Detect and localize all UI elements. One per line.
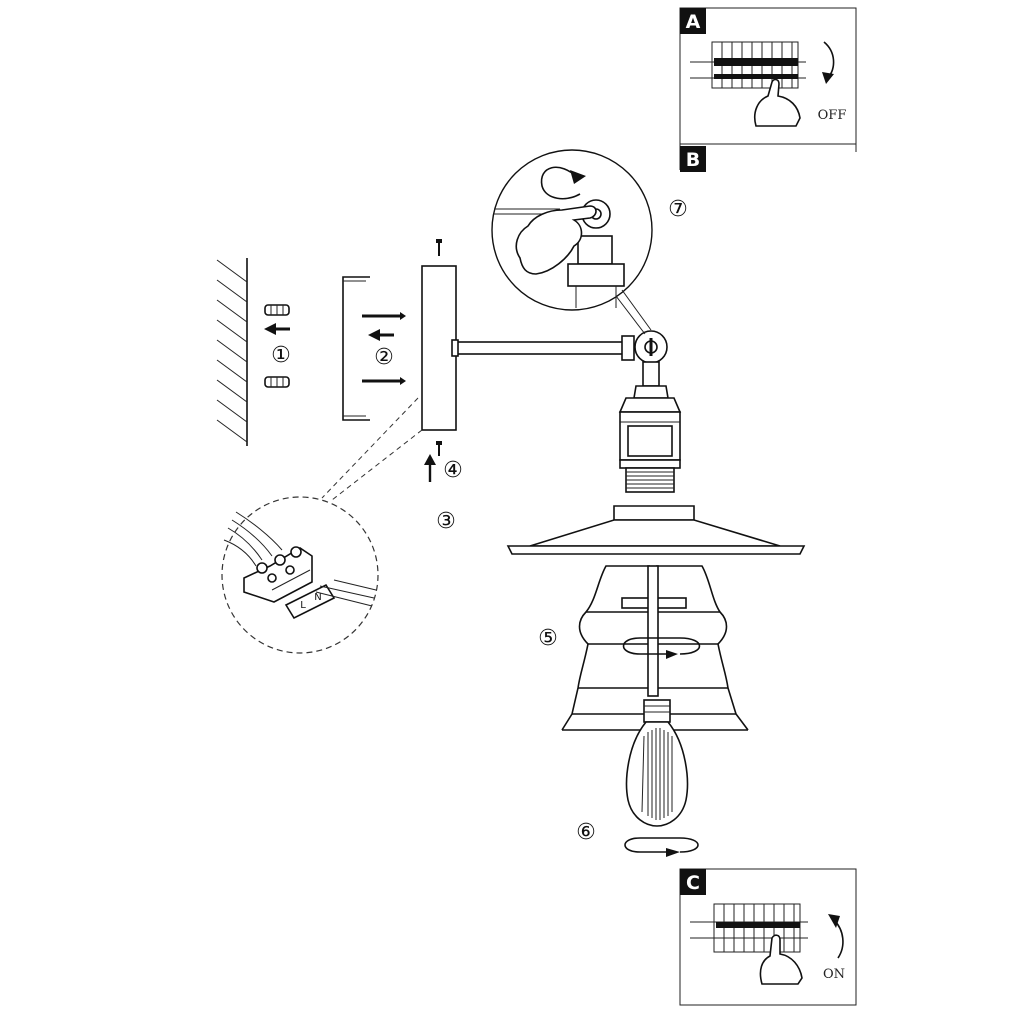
panel-a: A OFF [679,7,857,145]
panel-c-letter: C [686,872,700,894]
panel-c-state: ON [823,967,845,982]
rotate-arrow-icon [622,637,701,655]
circuit-breaker-icon [690,903,808,953]
panel-b: B [679,144,857,172]
lamp-shade [506,505,806,555]
circuit-breaker-icon [690,41,806,89]
panel-c-frame [679,868,857,1006]
edison-bulb [625,699,689,827]
arrow-icon [828,914,840,928]
lamp-cage [561,565,749,731]
hand-icon [515,205,597,275]
panel-b-letter: B [686,149,700,171]
rotate-arrow-icon [624,837,699,853]
step-1-label: ① [271,343,291,368]
knuckle-joint [634,330,668,364]
step-6-label: ⑥ [576,820,596,845]
screw-icon [362,312,406,320]
lamp-socket [618,361,682,493]
wiring-detail: L N [221,496,379,654]
hand-icon [759,934,803,985]
wall-plug-icon [264,376,290,388]
panel-c-tag [680,869,706,895]
lamp-arm [451,335,635,361]
panel-c: C ON [679,868,857,1006]
arrow-icon [424,454,436,482]
rotate-arrow-icon [540,166,581,200]
mounting-bracket [342,276,370,421]
terminal-n-label: N [314,592,321,603]
step-5-label: ⑤ [538,626,558,651]
wall-canopy [421,265,457,431]
terminal-block [243,547,313,603]
arrow-icon [368,329,394,341]
panel-a-tag [680,8,706,34]
knuckle-detail [491,149,653,335]
step-4-label: ④ [443,458,463,483]
arrow-icon [822,72,834,84]
hand-icon [753,78,801,127]
panel-a-frame [679,7,857,145]
step-2-label: ② [374,345,394,370]
arrow-icon [666,848,680,857]
arrow-icon [666,650,678,659]
panel-a-letter: A [686,11,701,33]
screw-icon [436,239,442,256]
screw-icon [362,377,406,385]
panel-a-state: OFF [818,108,847,123]
step-7-label: ⑦ [668,197,688,222]
arrow-icon [264,323,290,335]
screw-icon [436,441,442,456]
arrow-icon [570,170,586,184]
panel-b-tag [680,146,706,172]
step-3-label: ③ [436,509,456,534]
wall-plug-icon [264,304,290,316]
wall-hatch [216,258,248,446]
terminal-l-label: L [300,600,306,611]
